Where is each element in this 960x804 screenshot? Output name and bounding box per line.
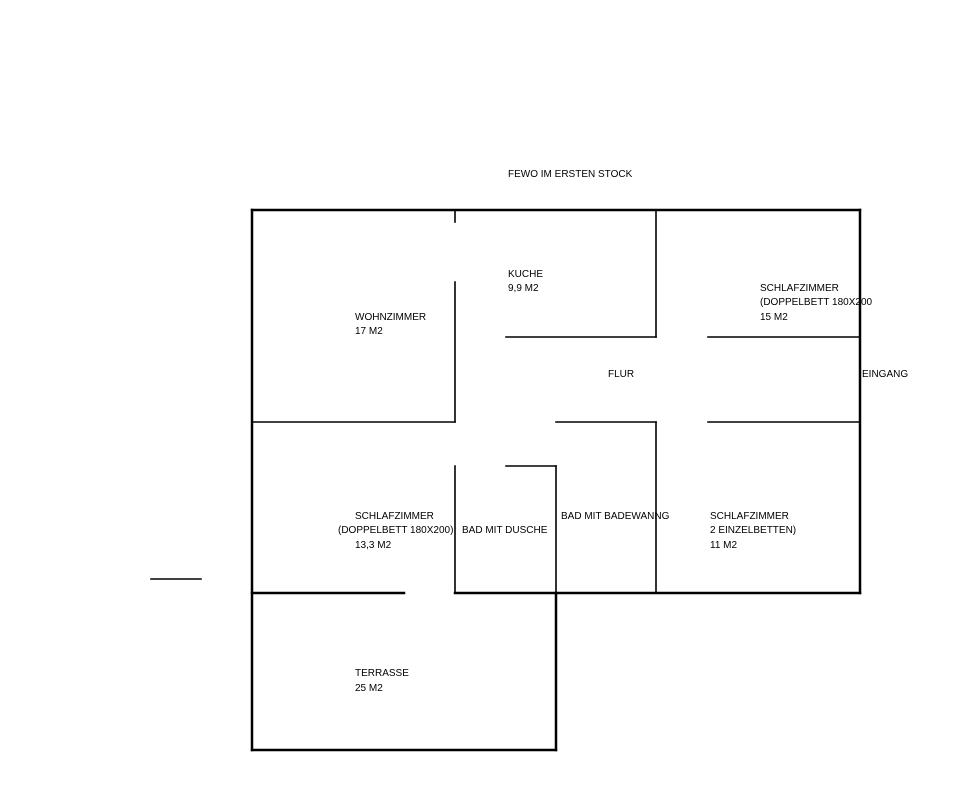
room-schlafzimmer-3: SCHLAFZIMMER 2 EINZELBETTEN) 11 M2 xyxy=(710,511,796,551)
room-note: (DOPPELBETT 180X200) xyxy=(338,525,453,536)
room-name: TERRASSE xyxy=(355,668,409,679)
room-schlafzimmer-1: SCHLAFZIMMER (DOPPELBETT 180X200 15 M2 xyxy=(760,283,873,323)
room-name: FLUR xyxy=(608,369,634,380)
outer-walls xyxy=(250,208,862,752)
room-bad-dusche: BAD MIT DUSCHE xyxy=(462,525,548,536)
room-area: 11 M2 xyxy=(710,540,737,551)
room-name: KUCHE xyxy=(508,269,543,280)
room-name: SCHLAFZIMMER xyxy=(710,511,789,522)
entrance-label: EINGANG xyxy=(862,369,908,380)
room-name: SCHLAFZIMMER xyxy=(760,283,839,294)
label-eingang: EINGANG xyxy=(862,369,908,380)
room-area: 15 M2 xyxy=(760,312,788,323)
room-area: 25 M2 xyxy=(355,683,383,694)
interior-walls xyxy=(150,209,861,594)
room-terrasse: TERRASSE 25 M2 xyxy=(355,668,409,694)
room-name: WOHNZIMMER xyxy=(355,312,426,323)
room-schlafzimmer-2: SCHLAFZIMMER (DOPPELBETT 180X200) 13,3 M… xyxy=(338,511,453,551)
room-name: BAD MIT BADEWANNG xyxy=(561,511,670,522)
room-bad-badewanne: BAD MIT BADEWANNG xyxy=(561,511,670,522)
room-kueche: KUCHE 9,9 M2 xyxy=(508,269,543,294)
room-flur: FLUR xyxy=(608,369,634,380)
room-area: 17 M2 xyxy=(355,326,383,337)
room-area: 9,9 M2 xyxy=(508,283,539,294)
room-wohnzimmer: WOHNZIMMER 17 M2 xyxy=(355,312,426,337)
room-note: 2 EINZELBETTEN) xyxy=(710,525,796,536)
plan-title: FEWO IM ERSTEN STOCK xyxy=(508,169,633,180)
room-area: 13,3 M2 xyxy=(355,540,392,551)
room-name: SCHLAFZIMMER xyxy=(355,511,434,522)
room-name: BAD MIT DUSCHE xyxy=(462,525,548,536)
room-note: (DOPPELBETT 180X200 xyxy=(760,297,873,308)
